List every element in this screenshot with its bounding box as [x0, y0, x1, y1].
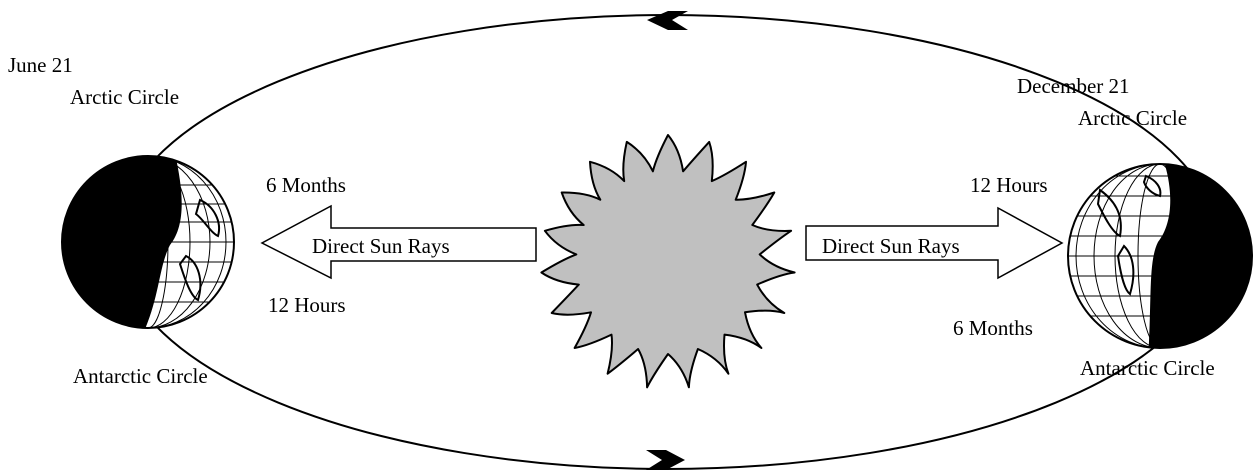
- right-upper-duration-label: 12 Hours: [970, 173, 1048, 197]
- orbit-direction-top-chevron-icon: [647, 11, 688, 30]
- left-antarctic-circle-label: Antarctic Circle: [73, 364, 208, 388]
- left-arctic-circle-label: Arctic Circle: [70, 85, 180, 109]
- right-sun-rays-label: Direct Sun Rays: [822, 234, 960, 258]
- sun-icon: [540, 134, 796, 389]
- right-sun-rays-arrow: [805, 206, 1064, 280]
- left-sun-rays-arrow: [260, 204, 537, 280]
- left-earth-globe-icon: [61, 155, 235, 329]
- december-date-label: December 21: [1017, 74, 1130, 98]
- left-lower-duration-label: 12 Hours: [268, 293, 346, 317]
- right-antarctic-circle-label: Antarctic Circle: [1080, 356, 1215, 380]
- june-date-label: June 21: [8, 53, 73, 77]
- left-sun-rays-label: Direct Sun Rays: [312, 234, 450, 258]
- right-arctic-circle-label: Arctic Circle: [1078, 106, 1188, 130]
- right-earth-globe-icon: [1067, 163, 1253, 349]
- right-lower-duration-label: 6 Months: [953, 316, 1033, 340]
- left-upper-duration-label: 6 Months: [266, 173, 346, 197]
- orbit-direction-bottom-chevron-icon: [646, 450, 685, 470]
